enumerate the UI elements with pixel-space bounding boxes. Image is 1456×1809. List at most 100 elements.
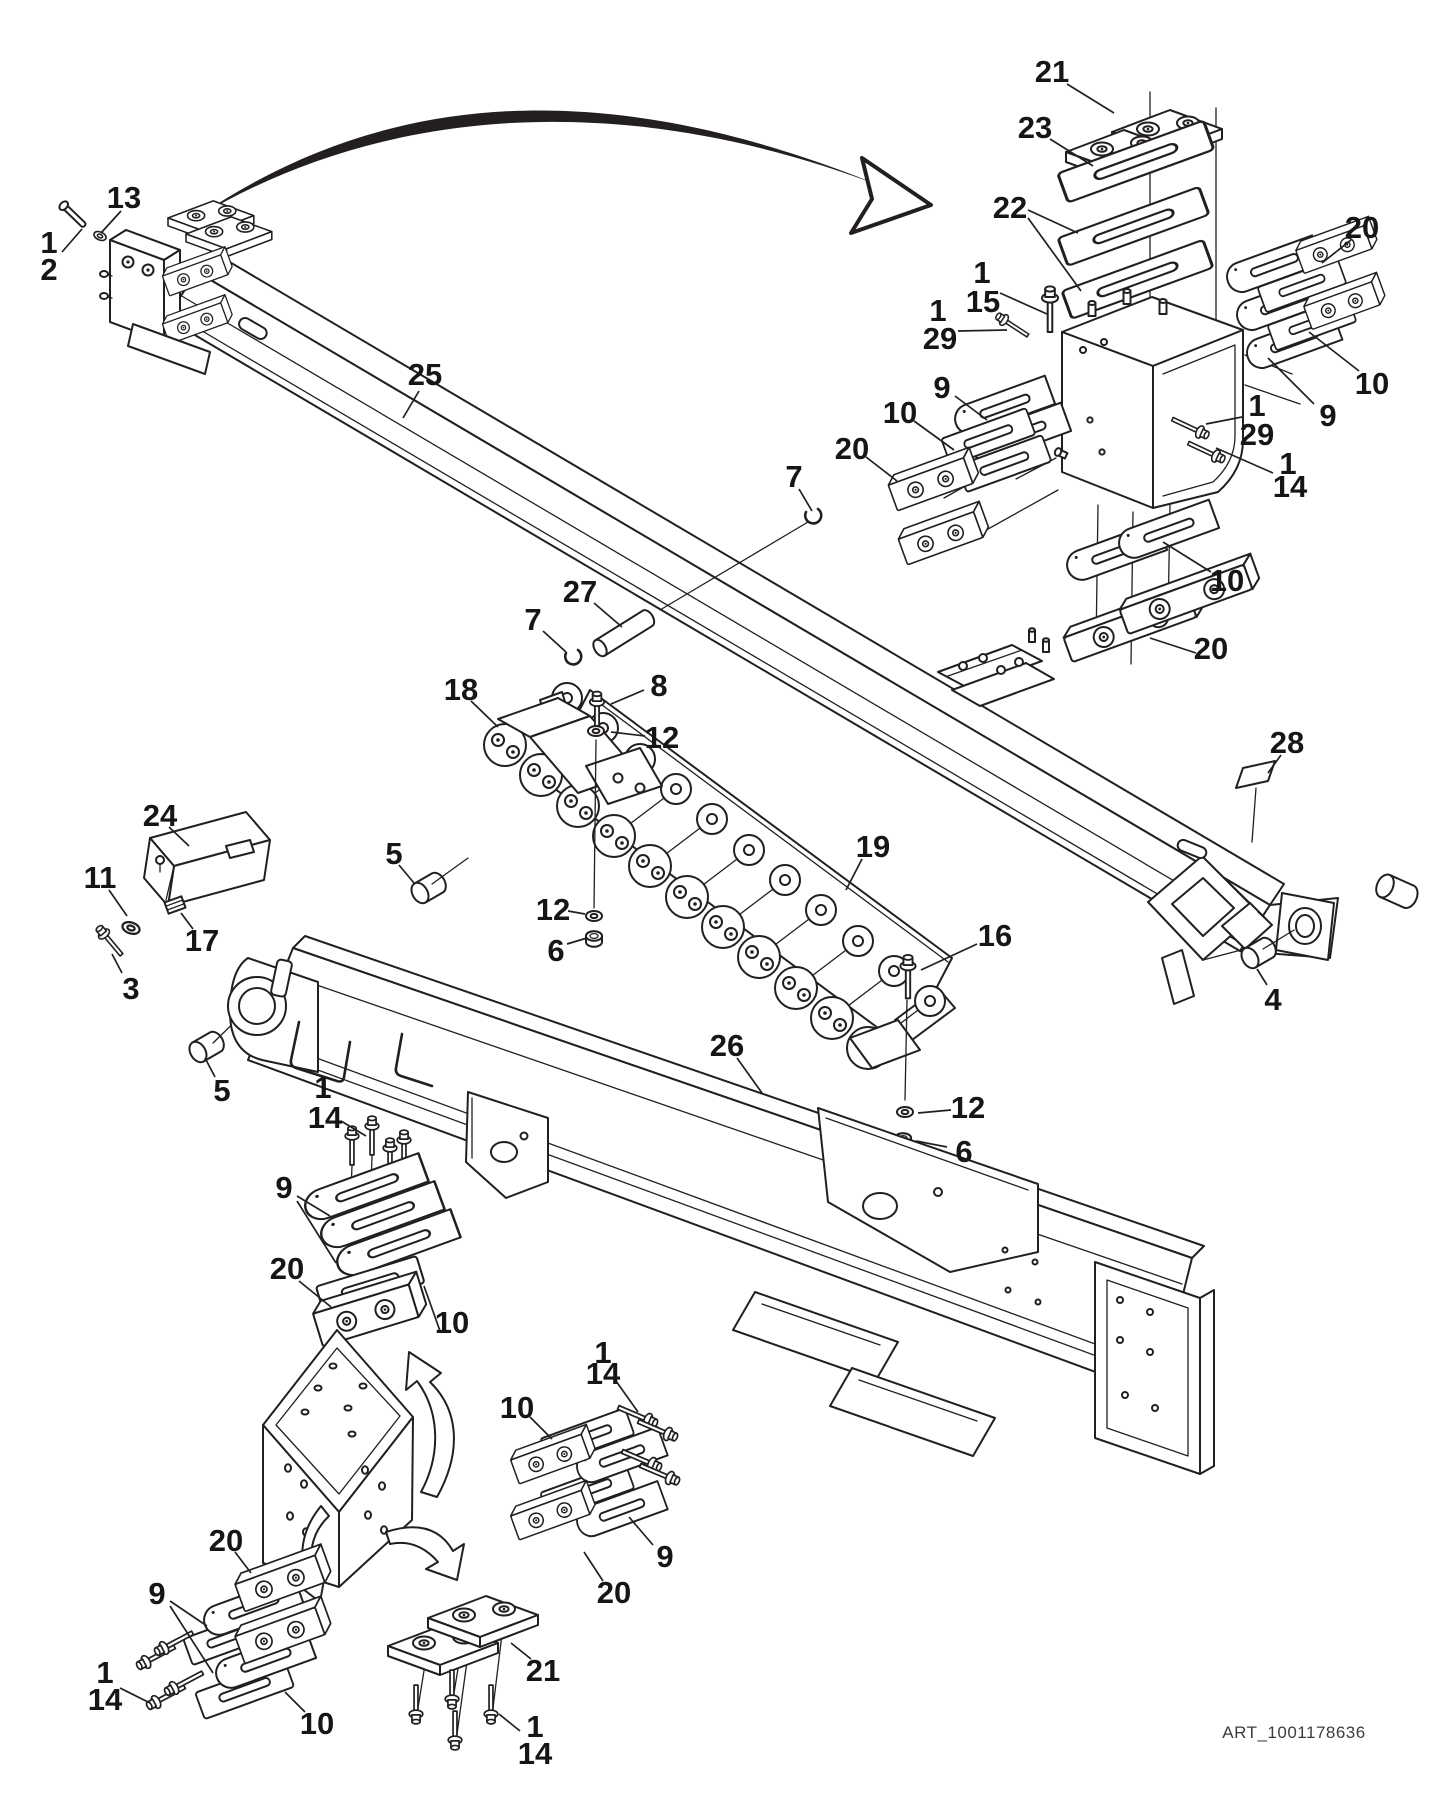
callout-2: 2 <box>40 252 57 287</box>
callout-12: 12 <box>645 720 679 755</box>
callout-3: 3 <box>122 971 139 1006</box>
washer-11 <box>119 918 143 938</box>
handle <box>289 1020 352 1083</box>
callout-1: 1 <box>929 293 946 328</box>
callout-5: 5 <box>213 1073 230 1108</box>
snap-ring-upper <box>803 507 823 525</box>
callout-18: 18 <box>444 672 478 707</box>
callout-leader-18 <box>470 700 499 728</box>
callout-17: 17 <box>185 923 219 958</box>
callout-21: 21 <box>526 1653 560 1688</box>
callout-10: 10 <box>300 1706 334 1741</box>
callout-leader-8 <box>610 689 645 705</box>
callout-6: 6 <box>547 933 564 968</box>
callout-12: 12 <box>951 1090 985 1125</box>
callout-leader-6 <box>915 1140 948 1148</box>
callout-20: 20 <box>270 1251 304 1286</box>
callout-leader-19 <box>845 858 863 891</box>
callout-9: 9 <box>933 370 950 405</box>
callout-14: 14 <box>308 1100 343 1135</box>
callout-22: 22 <box>993 190 1027 225</box>
callout-9: 9 <box>148 1576 165 1611</box>
callout-leader-20 <box>865 456 898 482</box>
callout-leader-20 <box>583 1551 604 1582</box>
callout-leader-9 <box>296 1200 337 1264</box>
callout-leader-20 <box>1149 637 1197 654</box>
callout-leader-9 <box>1267 357 1315 405</box>
callout-29: 29 <box>1240 417 1274 452</box>
pivot-pin-27 <box>589 606 658 660</box>
funnel-bracket <box>1147 855 1273 1005</box>
pad-stack-bottom-left <box>133 1543 335 1721</box>
callout-5: 5 <box>385 836 402 871</box>
loose-hardware <box>185 521 1295 1067</box>
clip-17 <box>163 895 187 915</box>
callout-1: 1 <box>40 225 57 260</box>
callout-leader-14 <box>615 1380 639 1413</box>
cover-plate-cluster <box>92 811 271 960</box>
callout-20: 20 <box>209 1523 243 1558</box>
callout-leader-3 <box>111 953 123 974</box>
washer-small <box>91 228 109 244</box>
arrowhead <box>849 156 933 235</box>
callout-1: 1 <box>314 1070 331 1105</box>
callout-leader-10 <box>913 420 955 451</box>
callout-27: 27 <box>563 574 597 609</box>
callout-20: 20 <box>835 431 869 466</box>
callout-10: 10 <box>435 1305 469 1340</box>
callout-16: 16 <box>978 918 1012 953</box>
callout-8: 8 <box>650 668 667 703</box>
callout-leader-10 <box>1308 331 1360 372</box>
callout-leader-10 <box>423 1285 441 1332</box>
clevis-pin <box>58 200 87 228</box>
callout-13: 13 <box>107 180 141 215</box>
callout-leader-20 <box>234 1551 252 1574</box>
callout-leader-17 <box>180 912 194 930</box>
callout-6: 6 <box>955 1134 972 1169</box>
callout-leader-6 <box>566 937 588 945</box>
callout-leader-27 <box>593 602 623 628</box>
boom-end-block <box>1046 288 1244 509</box>
callout-1: 1 <box>1279 446 1296 481</box>
callout-leader-10 <box>529 1416 553 1440</box>
bolt-15 <box>1041 285 1059 333</box>
callout-4: 4 <box>1264 982 1282 1017</box>
callout-12: 12 <box>536 892 570 927</box>
callout-leader-10 <box>1162 541 1212 573</box>
callout-leader-2 <box>61 228 83 253</box>
callout-leader-29 <box>957 329 1008 332</box>
pad-stack-mid-bottom <box>387 1400 683 1751</box>
callout-leader-9 <box>169 1605 214 1674</box>
callout-leader-9 <box>296 1195 331 1217</box>
callout-leader-20 <box>298 1280 332 1308</box>
callout-26: 26 <box>710 1028 744 1063</box>
boom-end-view-box <box>262 1329 465 1603</box>
callout-leader-11 <box>108 889 128 917</box>
callout-1: 1 <box>1248 388 1265 423</box>
callout-leader-5 <box>398 864 415 884</box>
callout-leader-9 <box>169 1600 208 1627</box>
callout-10: 10 <box>1355 366 1389 401</box>
bolt-3 <box>92 921 128 960</box>
boom-slot <box>238 317 268 340</box>
callout-14: 14 <box>586 1356 621 1391</box>
callout-9: 9 <box>1319 398 1336 433</box>
callout-1: 1 <box>96 1655 113 1690</box>
nut-6 <box>585 930 603 948</box>
rotate-arrow <box>405 1351 455 1498</box>
callout-leader-12 <box>917 1109 952 1114</box>
callout-leader-22 <box>1027 209 1079 234</box>
callout-1: 1 <box>973 255 990 290</box>
art-number: ART_1001178636 <box>1222 1723 1365 1742</box>
pad-stack-mid-left <box>299 1115 462 1348</box>
callout-leader-14 <box>119 1687 151 1704</box>
callout-25: 25 <box>408 357 442 392</box>
decal-28 <box>1176 760 1276 860</box>
callout-9: 9 <box>656 1539 673 1574</box>
callout-leader-25 <box>402 390 420 419</box>
callout-14: 14 <box>88 1682 123 1717</box>
callout-leader-7 <box>542 630 567 653</box>
callout-leader-22 <box>1027 217 1082 292</box>
